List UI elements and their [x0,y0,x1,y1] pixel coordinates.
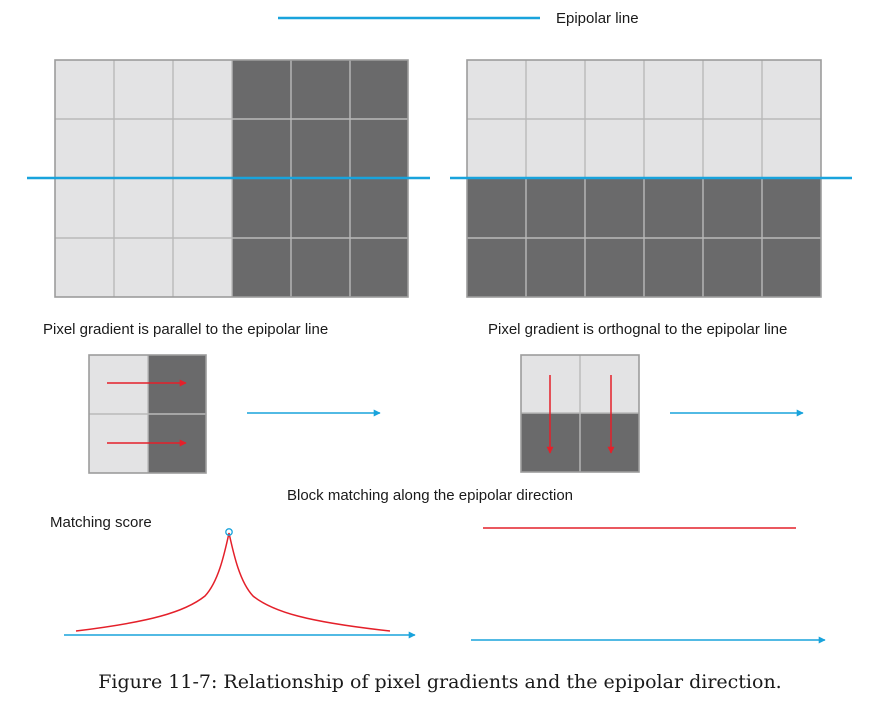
score-peak-marker [225,528,233,536]
score-curve-peaked [75,532,391,632]
grid-orthogonal-edge [450,59,852,298]
matching-score-label: Matching score [50,514,152,531]
legend: Epipolar line [278,10,639,27]
block-grid-lines [521,355,639,472]
orthogonal-label: Pixel gradient is orthognal to the epipo… [488,321,787,338]
block-matching-label: Block matching along the epipolar direct… [287,487,573,504]
block-border [520,354,640,473]
grid-parallel-edge [27,59,430,298]
block-border [88,354,207,474]
block-grid-lines [89,355,206,473]
parallel-label: Pixel gradient is parallel to the epipol… [43,321,328,338]
block-parallel [88,354,207,474]
block-orthogonal [520,354,640,473]
score-plot-flat [471,527,826,644]
figure-caption: Figure 11-7: Relationship of pixel gradi… [98,671,781,693]
score-plot-peaked [64,528,416,639]
legend-label: Epipolar line [556,10,639,27]
